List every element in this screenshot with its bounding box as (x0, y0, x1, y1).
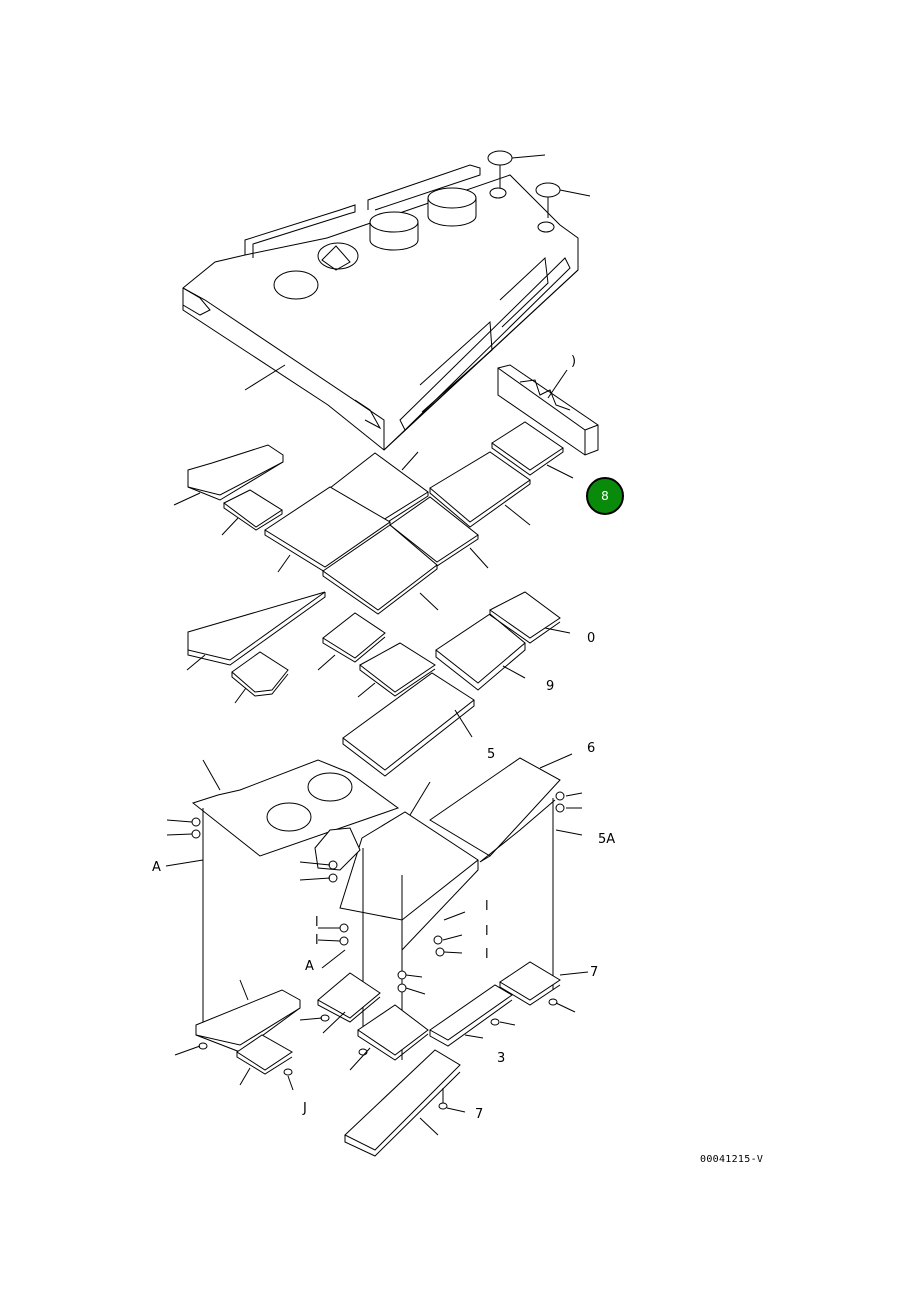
label-5: 6 (587, 741, 595, 756)
label-16: J (302, 1101, 307, 1116)
label-4: 5 (487, 747, 495, 762)
top-cover (182, 164, 579, 451)
label-12: l (485, 924, 489, 939)
label-11: l (485, 899, 489, 914)
callout-number: 8 (601, 489, 609, 503)
cap-parts (487, 150, 591, 218)
label-10: l (315, 933, 319, 948)
insulation-layer-1 (173, 421, 574, 615)
label-6: A (152, 860, 161, 875)
label-17: 7 (475, 1107, 483, 1122)
label-13: l (485, 947, 489, 962)
callout-marker-8[interactable]: 8 (586, 477, 624, 515)
label-7: 5A (598, 832, 615, 847)
foam-block (497, 364, 599, 456)
label-3: 9 (546, 679, 554, 694)
label-14: 7 (590, 965, 598, 980)
lower-frame (165, 753, 583, 1060)
drawing-reference-code: 00041215-V (700, 1154, 764, 1165)
label-2: 0 (587, 631, 595, 646)
bottom-panels (174, 961, 589, 1157)
part-labels: ) 0 9 5 6 A 5A A l l l l l 7 3 J 7 (152, 354, 615, 1122)
label-8: A (305, 959, 314, 974)
label-15: 3 (497, 1051, 505, 1066)
insulation-layer-2 (186, 591, 571, 777)
label-1: ) (571, 354, 576, 369)
label-9: l (315, 915, 319, 930)
